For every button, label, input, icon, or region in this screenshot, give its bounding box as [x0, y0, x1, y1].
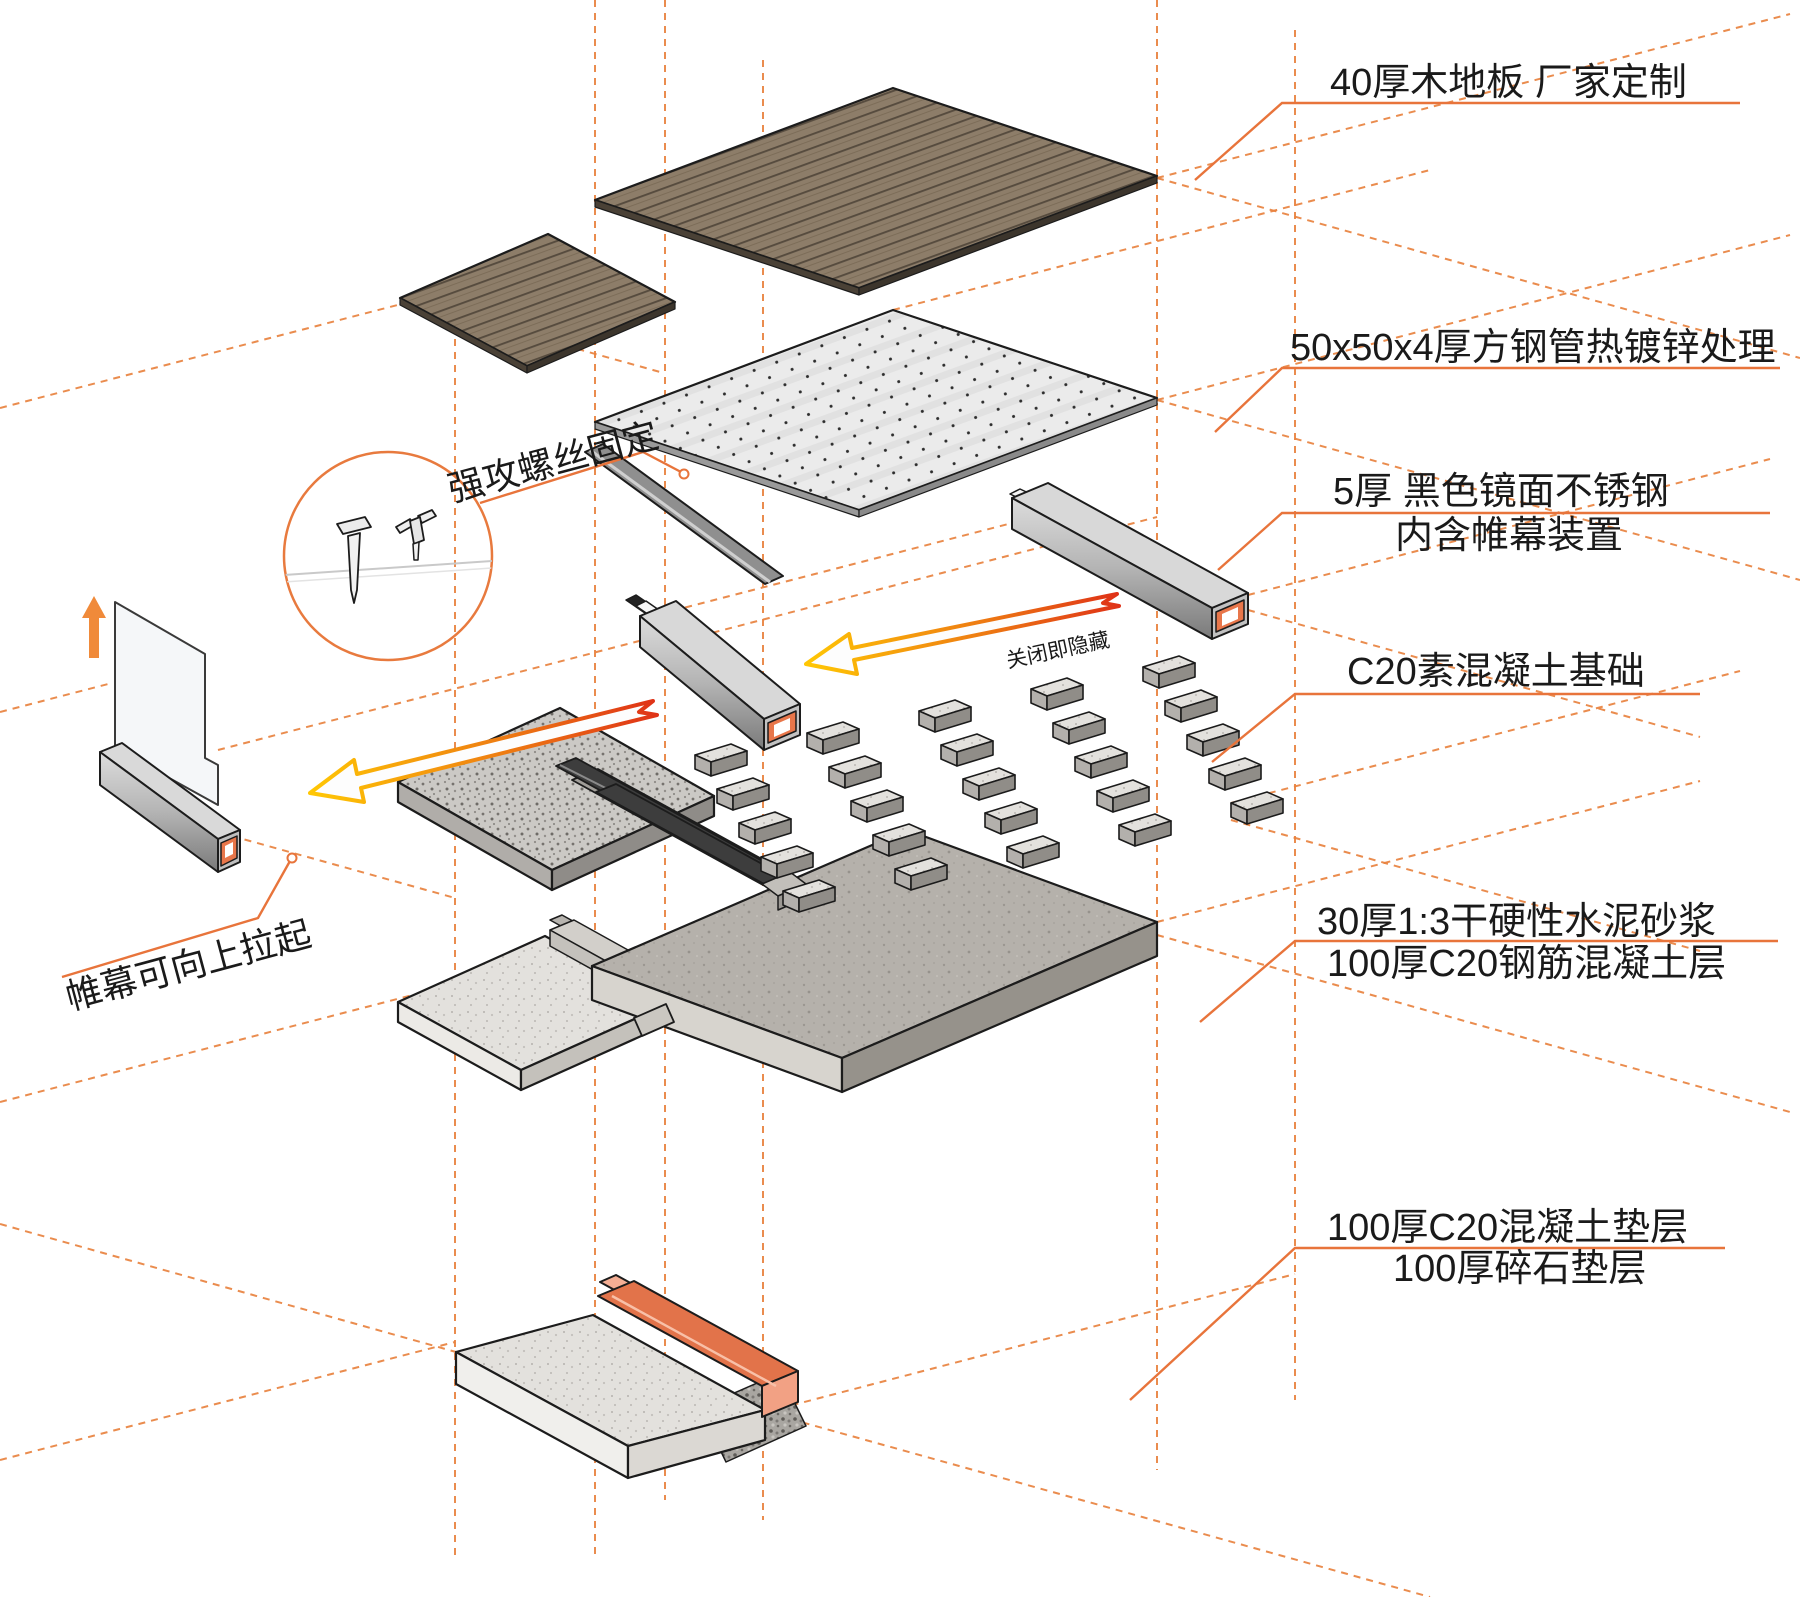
foundation-block — [1142, 655, 1196, 689]
fastener-detail-circle — [282, 450, 494, 662]
curtain-up-arrow-icon — [82, 596, 106, 658]
foundation-block — [850, 789, 904, 823]
foundation-block — [1096, 779, 1150, 813]
layer-concrete-cushion — [454, 1274, 807, 1480]
foundation-block — [1164, 689, 1218, 723]
screw-icon — [336, 516, 372, 604]
foundation-block — [806, 721, 860, 755]
foundation-block — [1208, 757, 1262, 791]
foundation-block — [782, 879, 836, 913]
foundation-block — [1052, 711, 1106, 745]
layer-terrazzo-with-rails — [396, 706, 807, 911]
layer-wood-deck — [398, 86, 1159, 374]
foundation-block — [760, 845, 814, 879]
foundation-block — [738, 811, 792, 845]
foundation-block — [962, 767, 1016, 801]
label-mirror-steel-line1: 5厚 黑色镜面不锈钢 — [1333, 471, 1669, 513]
wood-deck-large — [593, 86, 1159, 290]
foundation-block — [894, 857, 948, 891]
foundation-block — [940, 733, 994, 767]
layer-concrete-slab — [396, 828, 1159, 1094]
foundation-block — [1074, 745, 1128, 779]
label-cushion-line1: 100厚C20混凝土垫层 — [1327, 1207, 1688, 1249]
foundation-block — [1006, 835, 1060, 869]
label-close-note: 关闭即隐藏 — [1004, 629, 1111, 673]
label-mirror-steel-line2: 内含帷幕装置 — [1395, 515, 1623, 557]
foundation-block — [1186, 723, 1240, 757]
foundation-block — [1030, 677, 1084, 711]
foundation-block — [984, 801, 1038, 835]
layer-steel-tube-plate — [593, 308, 1159, 518]
slide-arrow-upper — [804, 592, 1121, 676]
foundation-block — [694, 743, 748, 777]
slide-arrow-lower — [308, 699, 659, 804]
label-screw-note: 强攻螺丝固定 — [443, 414, 662, 510]
galvanized-flat-bar — [584, 443, 784, 585]
annotations: 40厚木地板 厂家定制 50x50x4厚方钢管热镀锌处理 5厚 黑色镜面不锈钢 … — [61, 62, 1775, 1290]
foundation-block — [918, 699, 972, 733]
label-mortar-line1: 30厚1:3干硬性水泥砂浆 — [1317, 901, 1716, 943]
mirror-channel-right — [1009, 482, 1249, 640]
concrete-foundation-blocks — [694, 655, 1284, 913]
foundation-block — [1230, 791, 1284, 825]
label-mortar-line2: 100厚C20钢筋混凝土层 — [1327, 943, 1726, 985]
label-steel-tube: 50x50x4厚方钢管热镀锌处理 — [1290, 327, 1776, 369]
label-foundation: C20素混凝土基础 — [1347, 651, 1645, 693]
curtain-detail — [82, 596, 241, 873]
slab-notch-tab — [633, 1003, 675, 1037]
foundation-block — [872, 823, 926, 857]
label-cushion-line2: 100厚碎石垫层 — [1393, 1248, 1646, 1290]
foundation-block — [1118, 813, 1172, 847]
wood-deck-small — [398, 232, 677, 368]
clip-fastener-icon — [395, 509, 437, 561]
label-wood-deck: 40厚木地板 厂家定制 — [1330, 62, 1687, 104]
foundation-block — [828, 755, 882, 789]
leader-lines — [61, 101, 1780, 1401]
drain-channel-orange — [597, 1274, 799, 1418]
foundation-block — [716, 777, 770, 811]
mirror-channel-middle — [625, 594, 801, 751]
